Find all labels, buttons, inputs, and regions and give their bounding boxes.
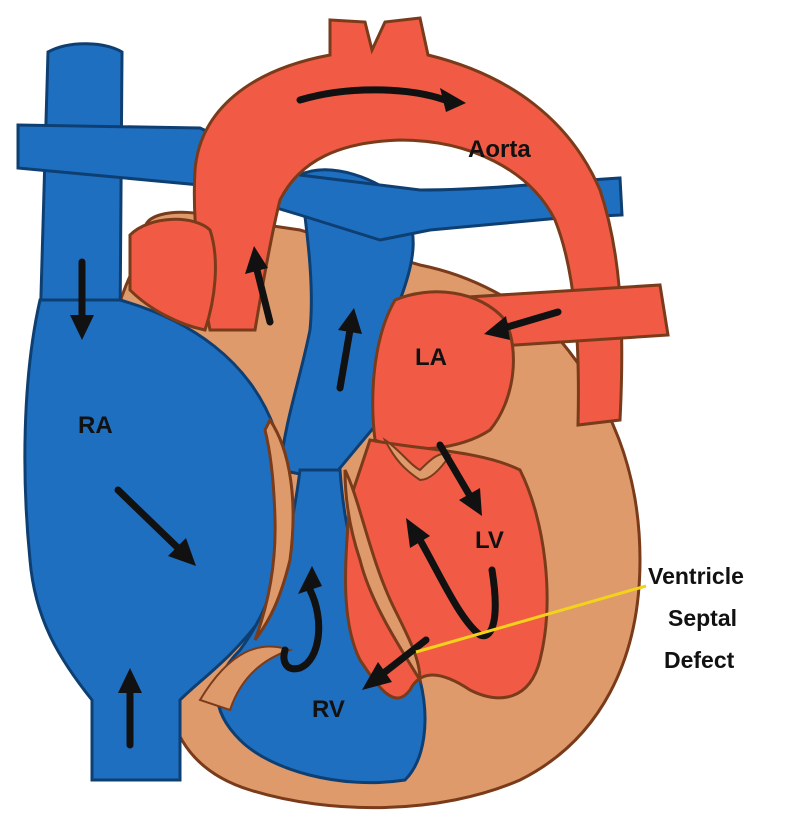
annotation-line-3: Defect [664, 647, 735, 673]
ra-label: RA [78, 412, 113, 439]
lv-label: LV [475, 527, 504, 554]
la-label: LA [415, 344, 447, 371]
annotation-line-2: Septal [668, 605, 737, 631]
rv-label: RV [312, 696, 345, 723]
annotation-line-1: Ventricle [648, 563, 744, 589]
aorta-label: Aorta [468, 136, 531, 163]
